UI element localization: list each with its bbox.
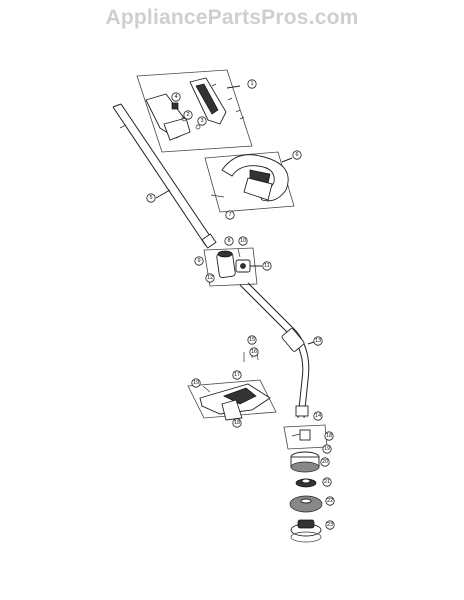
callout-2: 2: [183, 110, 193, 120]
svg-text:8: 8: [227, 238, 230, 244]
callout-11: 11: [262, 261, 272, 271]
upper-handle-assembly: [136, 69, 253, 153]
site-watermark: AppliancePartsPros.com: [105, 6, 359, 29]
callout-18-head: 18: [324, 431, 334, 441]
svg-text:9: 9: [197, 258, 200, 264]
svg-text:14: 14: [315, 413, 321, 419]
callout-21: 21: [322, 477, 332, 487]
svg-text:3: 3: [200, 118, 203, 124]
callout-16: 16: [249, 347, 259, 357]
svg-text:12: 12: [207, 275, 213, 281]
callout-20: 20: [320, 457, 330, 467]
svg-text:15: 15: [249, 337, 255, 343]
callout-19-head: 19: [322, 444, 332, 454]
callout-10: 10: [238, 236, 248, 246]
svg-text:11: 11: [264, 263, 270, 269]
svg-text:2: 2: [186, 112, 189, 118]
callout-4: 4: [171, 92, 181, 102]
svg-text:22: 22: [327, 498, 333, 504]
callout-17: 17: [232, 370, 242, 380]
svg-text:18: 18: [234, 420, 240, 426]
callout-3: 3: [197, 116, 207, 126]
callout-9: 9: [194, 256, 204, 266]
callout-13: 13: [313, 336, 323, 346]
callout-12: 12: [205, 273, 215, 283]
svg-text:19: 19: [324, 446, 330, 452]
callout-23: 23: [325, 520, 335, 530]
svg-text:23: 23: [327, 522, 333, 528]
callout-18: 18: [232, 418, 242, 428]
svg-text:6: 6: [295, 152, 298, 158]
svg-text:7: 7: [228, 212, 231, 218]
svg-text:4: 4: [174, 94, 177, 100]
rear-handle-assembly: [204, 151, 295, 213]
callout-1: 1: [247, 79, 257, 89]
callout-14: 14: [313, 411, 323, 421]
svg-text:1: 1: [250, 81, 253, 87]
svg-text:10: 10: [240, 238, 246, 244]
upper-shaft: [112, 103, 217, 249]
callout-7: 7: [225, 210, 235, 220]
callout-22: 22: [325, 496, 335, 506]
callout-19: 19: [191, 378, 201, 388]
shaft-coupler-assembly: [203, 247, 262, 287]
guard-assembly: [187, 379, 277, 421]
lower-curved-shaft: [239, 282, 315, 419]
svg-text:21: 21: [324, 479, 330, 485]
svg-text:16: 16: [251, 349, 257, 355]
svg-text:18: 18: [326, 433, 332, 439]
svg-text:13: 13: [315, 338, 321, 344]
callout-6: 6: [292, 150, 302, 160]
svg-text:20: 20: [322, 459, 328, 465]
svg-text:17: 17: [234, 372, 240, 378]
svg-text:19: 19: [193, 380, 199, 386]
callout-5: 5: [146, 193, 156, 203]
trimmer-head-assembly: [283, 424, 328, 543]
callout-8: 8: [224, 236, 234, 246]
callout-15: 15: [247, 335, 257, 345]
svg-text:5: 5: [149, 195, 152, 201]
